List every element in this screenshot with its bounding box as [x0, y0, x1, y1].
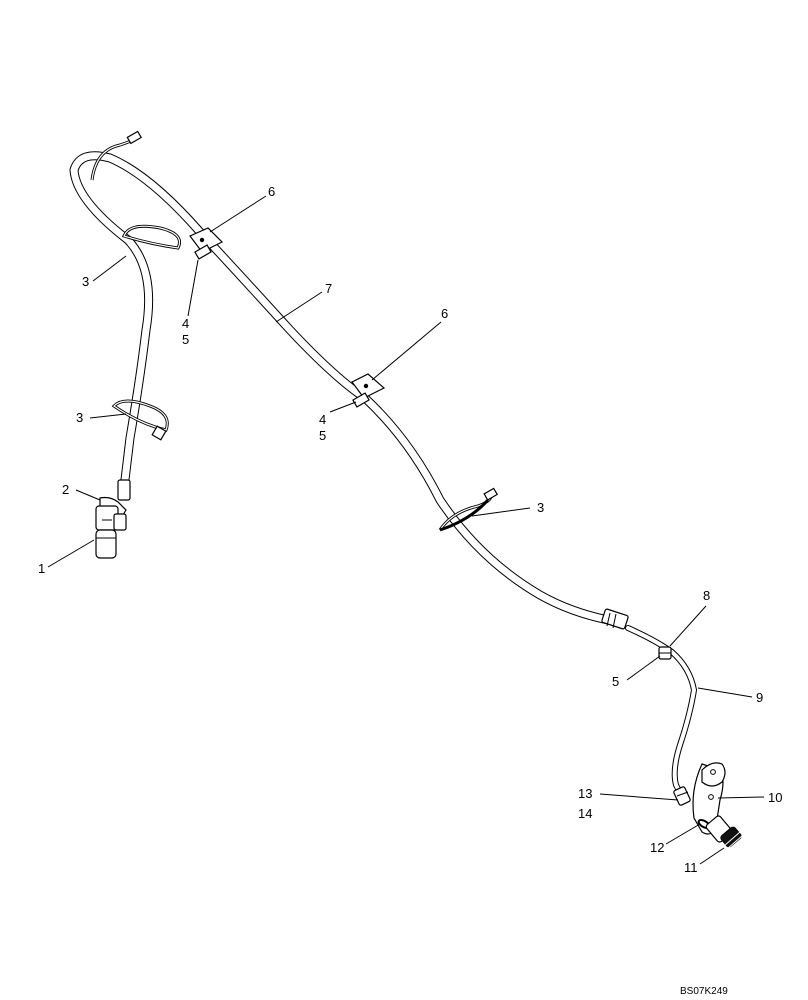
callout-4-upper: 4: [182, 316, 189, 331]
callout-7: 7: [325, 281, 332, 296]
adapter-fitting: [673, 786, 691, 806]
callout-10: 10: [768, 790, 782, 805]
hose-tube-fitting: [601, 608, 629, 630]
callout-6-lower: 6: [441, 306, 448, 321]
bracket-lower: [351, 373, 386, 408]
callout-5-lower: 5: [319, 428, 326, 443]
callout-11: 11: [684, 860, 698, 875]
top-p-clip: [90, 130, 143, 181]
bracket-upper: [189, 227, 224, 260]
callout-12: 12: [650, 840, 664, 855]
callout-5-upper: 5: [182, 332, 189, 347]
callout-9: 9: [756, 690, 763, 705]
callout-8: 8: [703, 588, 710, 603]
steel-tube: [625, 625, 697, 799]
drawing-code: BS07K249: [680, 986, 728, 997]
callout-6-upper: 6: [268, 184, 275, 199]
callout-13: 13: [578, 786, 592, 801]
callout-1: 1: [38, 561, 45, 576]
clamp-lower: [438, 487, 499, 532]
callout-3-middle: 3: [76, 410, 83, 425]
leader-lines: [47, 195, 765, 865]
callout-14: 14: [578, 806, 592, 821]
tube-clamp: [658, 646, 672, 660]
clamp-upper: [121, 224, 181, 250]
callout-3-lower: 3: [537, 500, 544, 515]
clamp-middle: [111, 399, 169, 441]
callout-5-tube: 5: [612, 674, 619, 689]
callout-4-lower: 4: [319, 412, 326, 427]
callout-3-upper: 3: [82, 274, 89, 289]
quick-coupler: [705, 815, 743, 850]
tee-fitting: [95, 479, 131, 559]
main-hose: [69, 151, 613, 625]
callout-2: 2: [62, 482, 69, 497]
